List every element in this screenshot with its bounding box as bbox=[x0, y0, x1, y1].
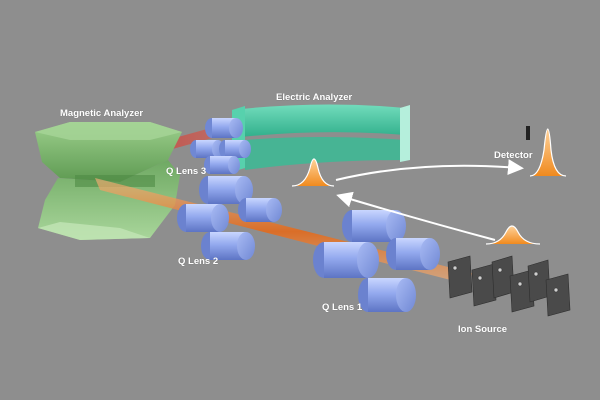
q-lens-3 bbox=[190, 118, 251, 174]
label-q-lens-3: Q Lens 3 bbox=[166, 166, 207, 177]
peak-electric bbox=[291, 158, 335, 187]
electric-analyzer bbox=[232, 104, 410, 172]
magnetic-analyzer bbox=[35, 122, 182, 240]
detector bbox=[526, 126, 530, 140]
q-lens-1 bbox=[313, 210, 440, 312]
ion-source bbox=[447, 255, 571, 317]
label-magnetic-analyzer: Magnetic Analyzer bbox=[60, 108, 144, 119]
q-lens-2 bbox=[177, 176, 282, 260]
flow-arrows bbox=[335, 159, 524, 241]
label-ion-source: Ion Source bbox=[458, 324, 508, 335]
peak-detector bbox=[529, 128, 567, 177]
peak-source bbox=[485, 225, 541, 245]
label-electric-analyzer: Electric Analyzer bbox=[276, 92, 353, 103]
label-q-lens-2: Q Lens 2 bbox=[178, 256, 219, 267]
label-detector: Detector bbox=[494, 150, 533, 161]
label-q-lens-1: Q Lens 1 bbox=[322, 302, 363, 313]
